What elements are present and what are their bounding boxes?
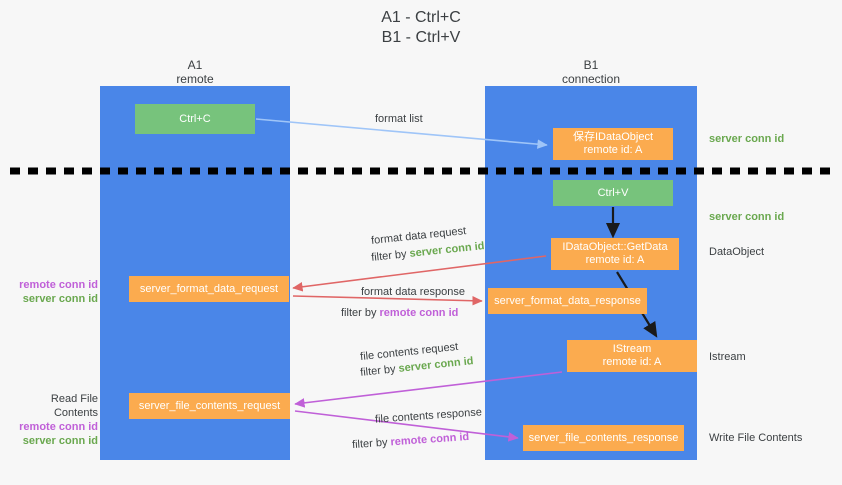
annotation-server-conn-id-lower: server conn id	[22, 435, 98, 447]
filter-prefix: filter by	[341, 307, 380, 319]
filter-value-remote-conn-id: remote conn id	[390, 430, 470, 449]
column-header-b1-sub: connection	[561, 72, 621, 86]
box-server-file-contents-request[interactable]: server_file_contents_request	[129, 393, 290, 419]
filter-prefix: filter by	[359, 362, 400, 379]
box-server-file-contents-response[interactable]: server_file_contents_response	[523, 425, 684, 451]
column-header-a1-sub: remote	[176, 72, 214, 86]
filter-value-remote-conn-id: remote conn id	[379, 307, 459, 319]
label-server-conn-id-second: server conn id	[709, 211, 785, 223]
page-title: A1 - Ctrl+C B1 - Ctrl+V	[381, 9, 461, 46]
column-header-b1-text: B1	[583, 58, 599, 72]
column-header-a1-text: A1	[187, 58, 203, 72]
box-server-format-data-response[interactable]: server_format_data_response	[488, 288, 647, 314]
annotation-server-conn-id-upper: server conn id	[22, 293, 98, 305]
filter-prefix: filter by	[351, 436, 391, 452]
box-server-format-data-request[interactable]: server_format_data_request	[129, 276, 289, 302]
annotation-conn-ids-lower: Read File Contents remote conn id server…	[6, 392, 98, 448]
box-ctrl-c[interactable]: Ctrl+C	[135, 104, 255, 134]
box-ctrl-v[interactable]: Ctrl+V	[553, 180, 673, 206]
arrow-label-format-data-response: format data response	[361, 286, 465, 298]
filter-prefix: filter by	[370, 247, 411, 264]
label-server-conn-id-top: server conn id	[709, 133, 785, 145]
arrow-label-format-data-response-filter: filter by remote conn id	[341, 306, 458, 321]
box-idataobject-getdata[interactable]: IDataObject::GetData remote id: A	[551, 238, 679, 270]
arrow-label-format-list: format list	[375, 113, 423, 125]
label-write-file-contents: Write File Contents	[709, 432, 803, 444]
annotation-remote-conn-id-lower: remote conn id	[19, 421, 98, 433]
label-istream: Istream	[709, 351, 746, 363]
annotation-conn-ids-upper: remote conn id server conn id	[6, 278, 98, 306]
arrow-label-file-contents-response: file contents response	[374, 406, 483, 426]
box-save-idataobject[interactable]: 保存IDataObject remote id: A	[553, 128, 673, 160]
arrow-label-file-contents-response-filter: filter by remote conn id	[352, 430, 470, 453]
annotation-remote-conn-id-upper: remote conn id	[19, 279, 98, 291]
annotation-read-file-contents: Read File Contents	[50, 393, 98, 419]
label-dataobject: DataObject	[709, 246, 765, 258]
box-istream[interactable]: IStream remote id: A	[567, 340, 697, 372]
